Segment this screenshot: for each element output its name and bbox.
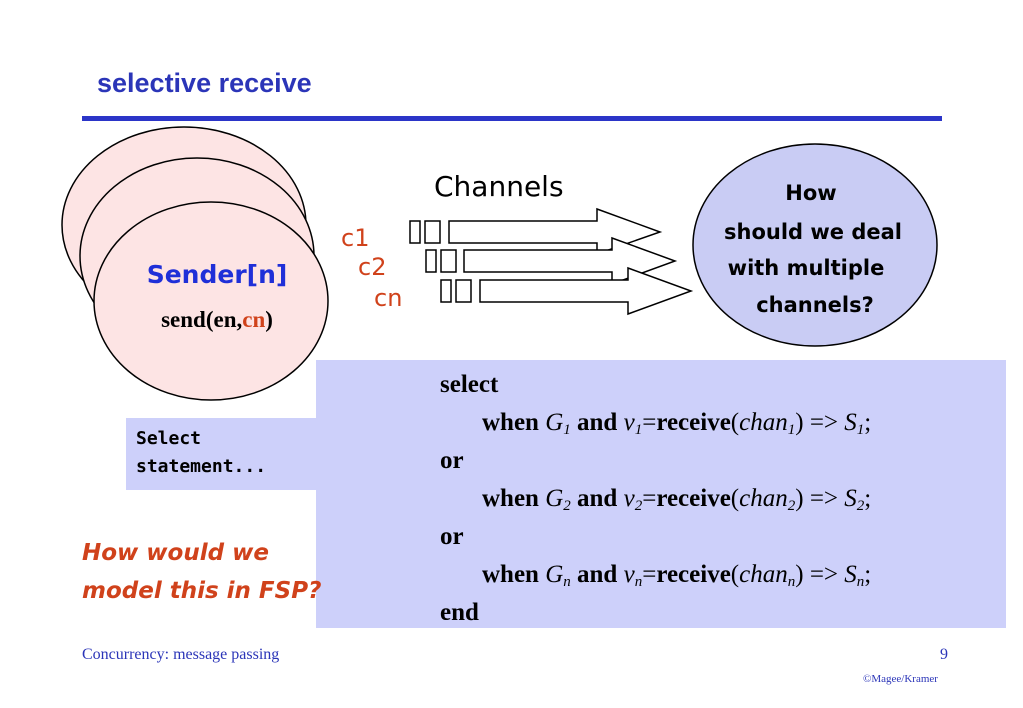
question-line-3: with multiple (728, 256, 885, 280)
channel-cn-slot-2 (455, 279, 472, 303)
code-line-branch-1: when G1 and v1=receive(chan1) => S1; (482, 409, 872, 438)
footer-topic: Concurrency: message passing (82, 646, 280, 663)
slide-title: selective receive (97, 68, 312, 98)
question-line-1: How (785, 181, 836, 205)
select-statement-label: Select statement... (136, 425, 266, 481)
fsp-question: How would we model this in FSP? (82, 534, 321, 610)
channel-c1-arrow (448, 207, 663, 256)
select-code: select when G1 and v1=receive(chan1) => … (440, 366, 871, 632)
code-line-branch-2: when G2 and v2=receive(chan2) => S2; (482, 485, 872, 514)
select-statement-line-2: statement... (136, 456, 267, 477)
fsp-question-line-1: How would we (82, 540, 269, 566)
select-code-panel (316, 360, 1006, 628)
select-statement-callout (126, 418, 316, 490)
code-line-or-1: or (440, 447, 464, 474)
receiver-question-bubble (692, 143, 938, 347)
channel-c1 (409, 207, 663, 256)
channel-c2-slot-1 (425, 249, 437, 273)
code-line-end: end (440, 599, 479, 626)
send-call-prefix: send(en, (161, 307, 242, 332)
channel-c1-slot-2 (424, 220, 441, 244)
question-line-2: should we deal (724, 220, 902, 244)
code-line-select: select (440, 371, 499, 398)
channel-cn-slot-1 (440, 279, 452, 303)
channel-c2-slot-2 (440, 249, 457, 273)
title-underline (82, 116, 942, 121)
channel-cn-arrow (479, 266, 694, 316)
sender-process-front (93, 201, 329, 401)
channel-name-c1: c1 (341, 224, 369, 252)
fsp-question-line-2: model this in FSP? (82, 578, 322, 604)
select-statement-line-1: Select (136, 428, 202, 449)
question-line-4: channels? (756, 293, 874, 317)
copyright-notice: ©Magee/Kramer (863, 673, 938, 685)
sender-label: Sender[n] (147, 260, 288, 289)
channel-cn (440, 266, 694, 316)
channel-name-c2: c2 (358, 253, 386, 281)
send-call-arg: cn (242, 307, 265, 332)
channel-c1-slot-1 (409, 220, 421, 244)
channel-c2 (425, 236, 678, 286)
send-call-suffix: ) (265, 307, 273, 332)
channel-name-cn: cn (374, 284, 402, 312)
code-line-or-2: or (440, 523, 464, 550)
send-call: send(en,cn) (161, 307, 273, 332)
code-line-branch-n: when Gn and vn=receive(chann) => Sn; (482, 561, 872, 590)
channel-c2-arrow (463, 236, 678, 286)
channels-label: Channels (434, 170, 564, 203)
page-number: 9 (940, 646, 948, 663)
